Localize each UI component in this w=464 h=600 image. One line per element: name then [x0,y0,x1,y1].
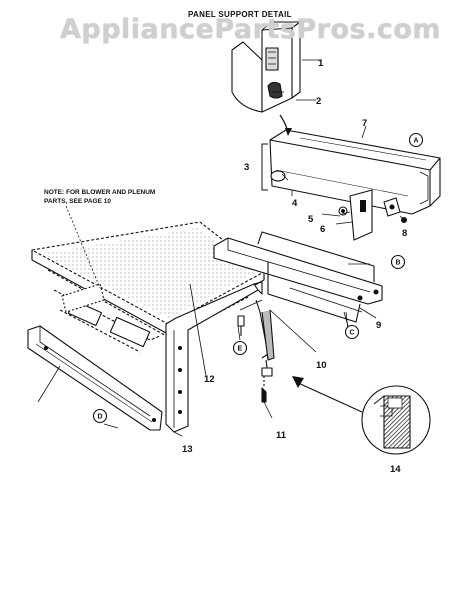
panel-bracket [338,189,408,241]
letter-d: D [98,414,103,421]
screw-11 [261,376,267,403]
side-frame [165,281,263,433]
clearance-detail [361,385,431,455]
callout-9: 9 [376,320,381,331]
panel-support-detail [231,21,301,136]
leader-lines [37,59,407,437]
watermark: AppliancePartsPros.com [60,14,442,45]
callout-11: 11 [276,430,287,441]
callout-2: 2 [316,96,321,107]
callout-13: 13 [182,444,193,455]
detail-arrow [292,376,363,413]
callout-7: 7 [362,118,367,129]
support-rails [213,231,383,377]
callout-12: 12 [204,374,215,385]
panel-support-heading: PANEL SUPPORT DETAIL [188,10,292,19]
callout-1: 1 [318,58,324,69]
callout-10: 10 [316,360,327,371]
blower-plenum-note: NOTE: FOR BLOWER AND PLENUM PARTS, SEE P… [44,189,156,205]
callout-5: 5 [308,214,314,225]
callout-4: 4 [292,198,298,209]
callout-8: 8 [402,228,407,239]
control-panel [269,129,441,215]
kick-panel [27,325,163,431]
letter-e: E [238,346,243,353]
callout-6: 6 [320,224,325,235]
letter-b: B [396,260,401,267]
callout-3: 3 [244,162,249,173]
letter-a: A [414,138,419,145]
callout-14: 14 [390,464,401,475]
letter-c: C [350,330,355,337]
